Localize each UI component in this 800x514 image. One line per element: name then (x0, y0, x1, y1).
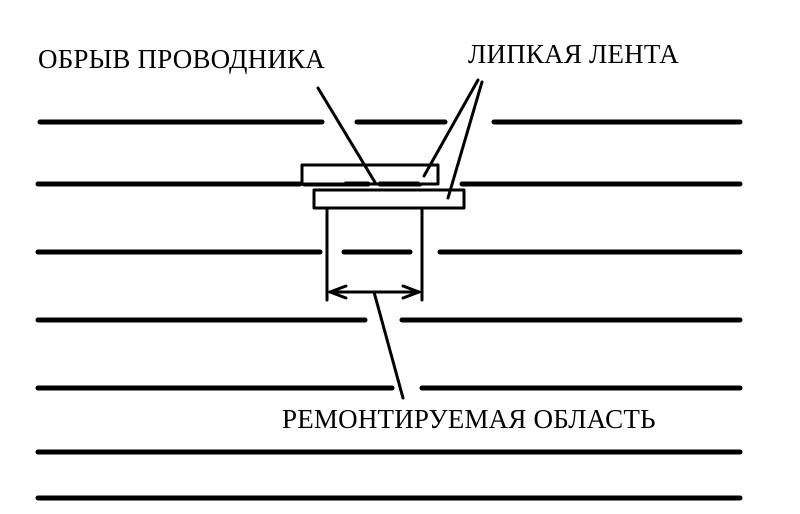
repair-area-dimension (325, 206, 424, 400)
adhesive-tape-leaders (422, 78, 484, 200)
repair-area-leader (372, 290, 405, 400)
conductor-break-leader (316, 86, 378, 186)
adhesive-tape-lower (312, 188, 466, 210)
conductor-break-label: ОБРЫВ ПРОВОДНИКА (38, 44, 325, 74)
arrowhead-left (328, 284, 348, 300)
adhesive-tape-leader (446, 80, 484, 200)
adhesive-tape-label: ЛИПКАЯ ЛЕНТА (468, 39, 679, 69)
adhesive-tape-leader (422, 78, 480, 178)
arrowhead-right (401, 284, 421, 300)
repair-area-label: РЕМОНТИРУЕМАЯ ОБЛАСТЬ (282, 404, 656, 434)
